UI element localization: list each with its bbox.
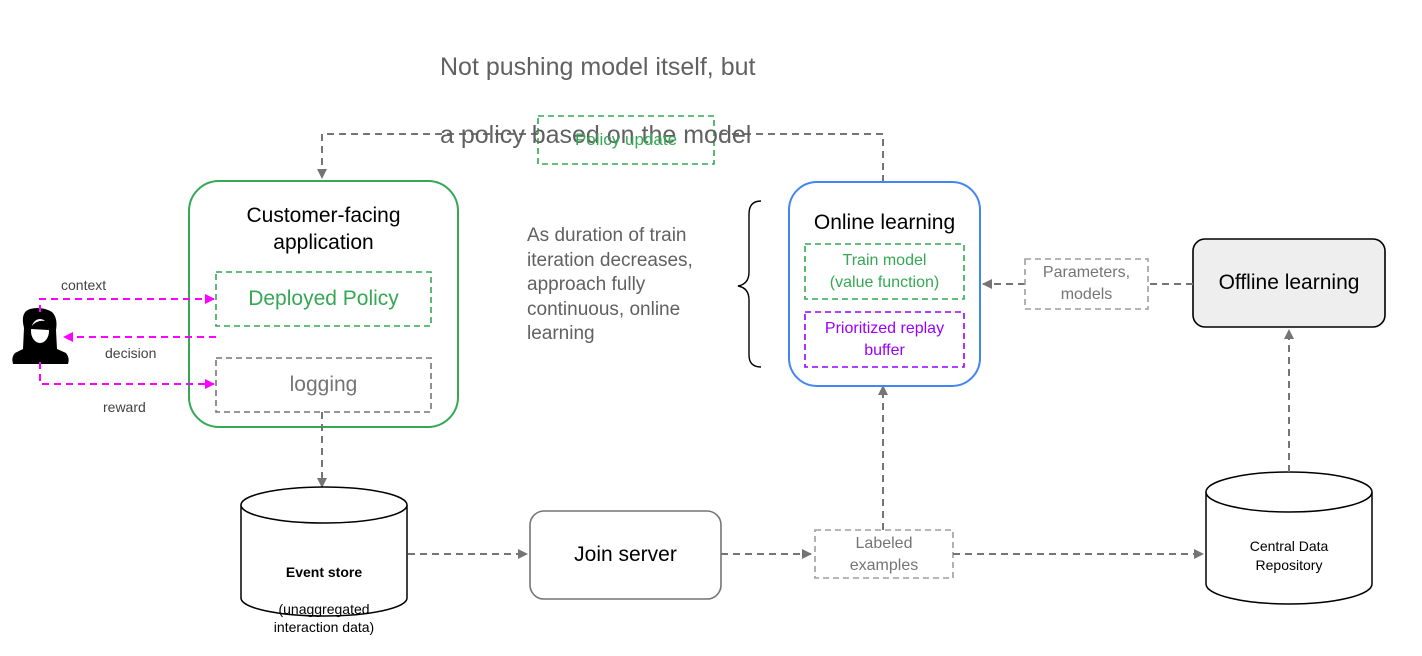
- context-arrow: [39, 294, 215, 312]
- title-line-1: Not pushing model itself, but: [440, 53, 756, 81]
- train-model-box: [804, 243, 965, 300]
- replay-buffer-box: [804, 311, 965, 368]
- parameters-label: Parameters, models: [1042, 264, 1131, 303]
- title-line-2: a policy based on the model: [440, 121, 752, 149]
- central-repository-cylinder: [1205, 471, 1373, 605]
- logging-label: logging: [289, 373, 358, 396]
- central-repository-label: Central Data Repository: [1249, 538, 1329, 573]
- policy-update-arrow: [317, 133, 538, 179]
- user-icon: [12, 308, 69, 364]
- event-store-cylinder: [240, 486, 408, 617]
- architecture-diagram: [12, 115, 1386, 617]
- online-learning-title: Online learning: [813, 211, 956, 234]
- event-store-subtitle: (unaggregated interaction data): [273, 601, 375, 636]
- deployed-policy-label: Deployed Policy: [248, 287, 399, 310]
- train-model-label: Train model (value function): [829, 252, 940, 291]
- note-brace: [737, 200, 762, 368]
- join-server-label: Join server: [574, 543, 677, 566]
- event-store-text: Event store (unaggregated interaction da…: [241, 544, 407, 656]
- parameters-box: [1024, 258, 1149, 310]
- diagram-title: Not pushing model itself, but a policy b…: [440, 16, 755, 186]
- customer-app-title: Customer-facing application: [246, 204, 401, 254]
- reward-arrow: [39, 362, 215, 389]
- policy-update-box: [537, 115, 715, 165]
- policy-update-label: Policy update: [574, 130, 678, 149]
- policy-update-connector: [715, 133, 884, 182]
- continuous-learning-note: As duration of train iteration decreases…: [527, 225, 693, 344]
- labeled-examples-label: Labeled examples: [849, 535, 919, 574]
- reward-label: reward: [103, 399, 146, 415]
- replay-buffer-label: Prioritized replay buffer: [824, 320, 945, 359]
- decision-label: decision: [105, 345, 157, 361]
- offline-learning-label: Offline learning: [1218, 271, 1360, 294]
- deployed-policy-box: [215, 271, 432, 327]
- context-label: context: [61, 277, 107, 293]
- logging-box: [215, 357, 432, 413]
- event-store-title: Event store: [285, 564, 363, 581]
